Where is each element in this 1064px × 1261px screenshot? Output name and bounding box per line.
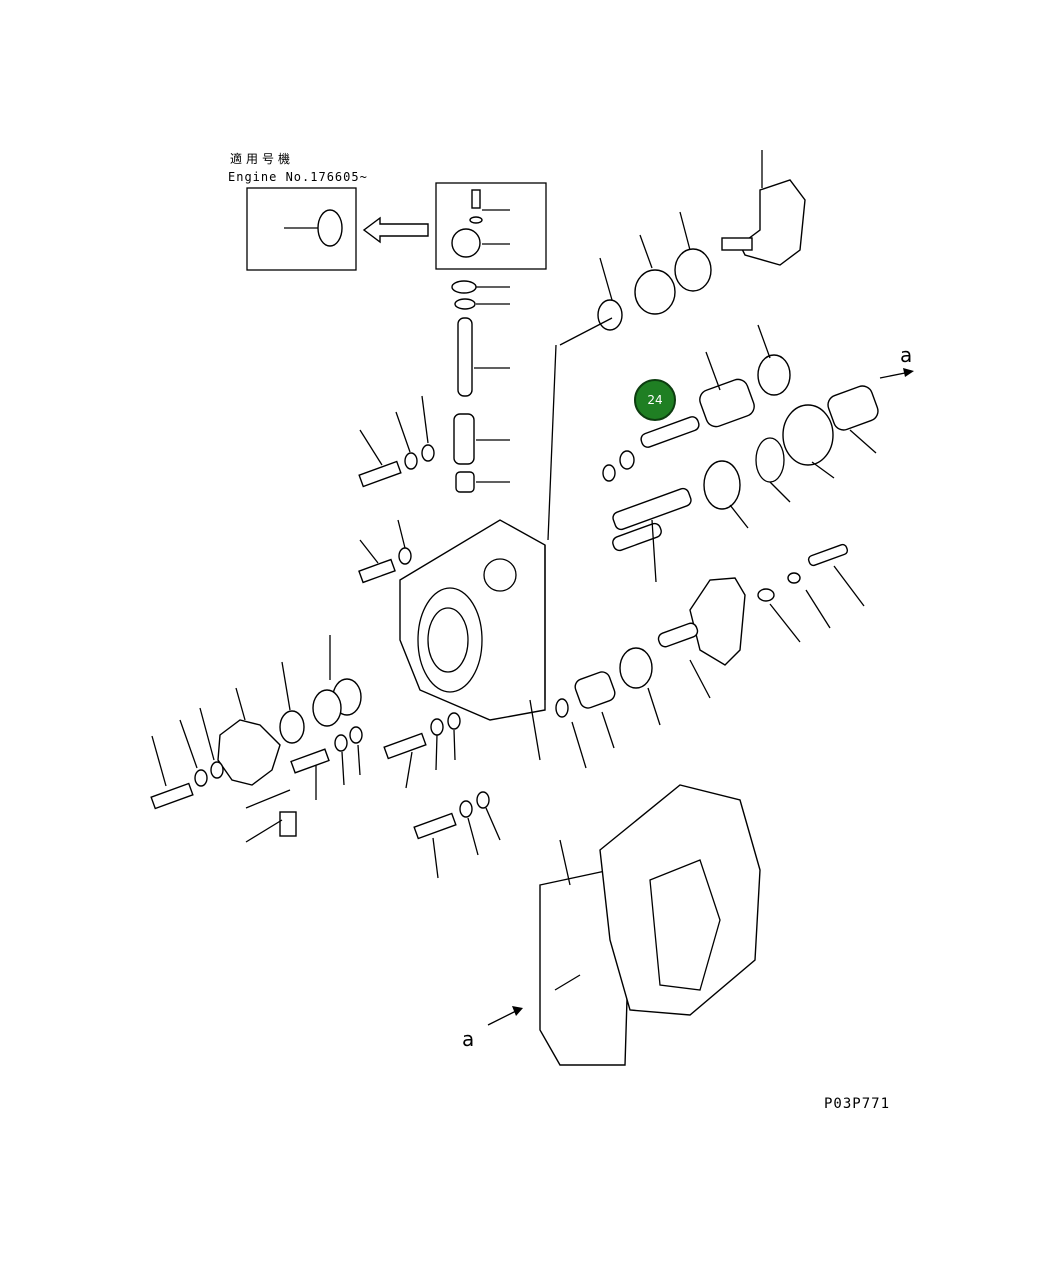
middle-shaft-group [602,324,914,583]
upper-gear-chain [597,150,806,331]
part-callout-24[interactable]: 24 [634,379,676,421]
applicability-serial: Engine No.176605~ [228,170,368,184]
direction-label-a-bottom: a [462,1027,475,1051]
applicability-label: 適用号機 [230,152,295,166]
vertical-shaft-stack [451,280,510,493]
direction-label-a-top: a [900,343,913,367]
applicability-old-part-box [435,182,547,270]
pump-housing [399,317,613,721]
figure-code: P03P771 [824,1096,891,1112]
applicability-new-part-box [246,187,357,271]
lower-right-parts [529,543,865,769]
left-drive-parts [150,395,501,879]
callout-number: 24 [647,393,663,407]
engine-block [487,784,761,1066]
supersede-arrow [362,216,429,244]
